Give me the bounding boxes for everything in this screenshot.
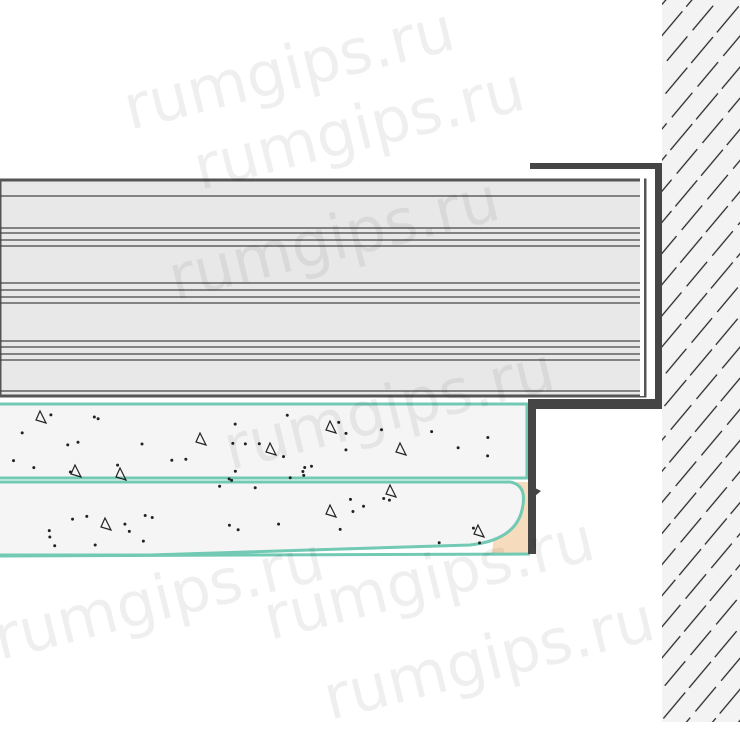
aggregate-dot (437, 541, 441, 545)
wall (662, 0, 740, 722)
aggregate-dot (218, 484, 222, 488)
aggregate-dot (76, 440, 80, 444)
aggregate-dot (288, 476, 292, 480)
aggregate-dot (430, 430, 434, 434)
aggregate-dot (277, 522, 281, 526)
aggregate-texture (12, 409, 490, 548)
aggregate-dot (141, 539, 145, 543)
aggregate-dot (285, 413, 289, 417)
aggregate-dot (486, 454, 490, 458)
aggregate-dot (170, 458, 174, 462)
aggregate-dot (47, 529, 51, 533)
aggregate-stone (265, 441, 278, 456)
aggregate-stone (325, 419, 338, 434)
aggregate-dot (53, 544, 57, 548)
aggregate-dot (233, 422, 237, 426)
aggregate-stone (115, 466, 128, 481)
aggregate-dot (302, 473, 306, 477)
aggregate-dot (227, 477, 231, 481)
aggregate-dot (20, 431, 24, 435)
aggregate-dot (49, 413, 53, 417)
aggregate-dot (257, 442, 261, 446)
aggregate-dot (387, 498, 391, 502)
aggregate-dot (48, 535, 52, 539)
aggregate-dot (150, 515, 154, 519)
aggregate-stone (70, 463, 83, 478)
aggregate-stone (325, 503, 338, 518)
aggregate-dot (227, 523, 231, 527)
aggregate-dot (282, 455, 286, 459)
aggregate-stone (385, 483, 398, 498)
aggregate-dot (253, 486, 257, 490)
aggregate-dot (486, 436, 490, 440)
aggregate-dot (309, 464, 313, 468)
aggregate-stone (473, 523, 486, 538)
aggregate-dot (71, 517, 75, 521)
aggregate-dot (382, 496, 386, 500)
aggregate-dot (140, 442, 144, 446)
aggregate-dot (338, 527, 342, 531)
aggregate-dot (66, 443, 70, 447)
tile-board (0, 178, 647, 398)
aggregate-dot (236, 528, 240, 532)
aggregate-dot (471, 526, 475, 530)
aggregate-dot (243, 442, 247, 446)
aggregate-dot (96, 417, 100, 421)
aggregate-dot (116, 463, 120, 467)
aggregate-dot (68, 470, 72, 474)
aggregate-dot (362, 504, 366, 508)
aggregate-dot (230, 478, 234, 482)
aggregate-dot (231, 441, 235, 445)
aggregate-dot (301, 470, 305, 474)
aggregate-stone (100, 516, 113, 531)
aggregate-dot (32, 466, 36, 470)
aggregate-dot (337, 420, 341, 424)
aggregate-dot (85, 514, 89, 518)
aggregate-dot (344, 448, 348, 452)
screed-upper-layer (0, 402, 529, 480)
aggregate-stone (195, 431, 208, 446)
aggregate-dot (12, 459, 16, 463)
aggregate-dot (456, 446, 460, 450)
aggregate-dot (380, 428, 384, 432)
edge-profile (528, 163, 662, 554)
aggregate-dot (348, 497, 352, 501)
aggregate-dot (143, 513, 147, 517)
screed-lower-layer (0, 480, 531, 558)
aggregate-dot (184, 457, 188, 461)
aggregate-dot (93, 543, 97, 547)
aggregate-dot (478, 541, 482, 545)
aggregate-dot (92, 415, 96, 419)
aggregate-stone (35, 409, 48, 424)
aggregate-dot (344, 431, 348, 435)
aggregate-dot (351, 510, 355, 514)
aggregate-dot (127, 529, 131, 533)
aggregate-dot (303, 465, 307, 469)
aggregate-stone (395, 441, 408, 456)
aggregate-dot (233, 469, 237, 473)
aggregate-dot (123, 522, 127, 526)
